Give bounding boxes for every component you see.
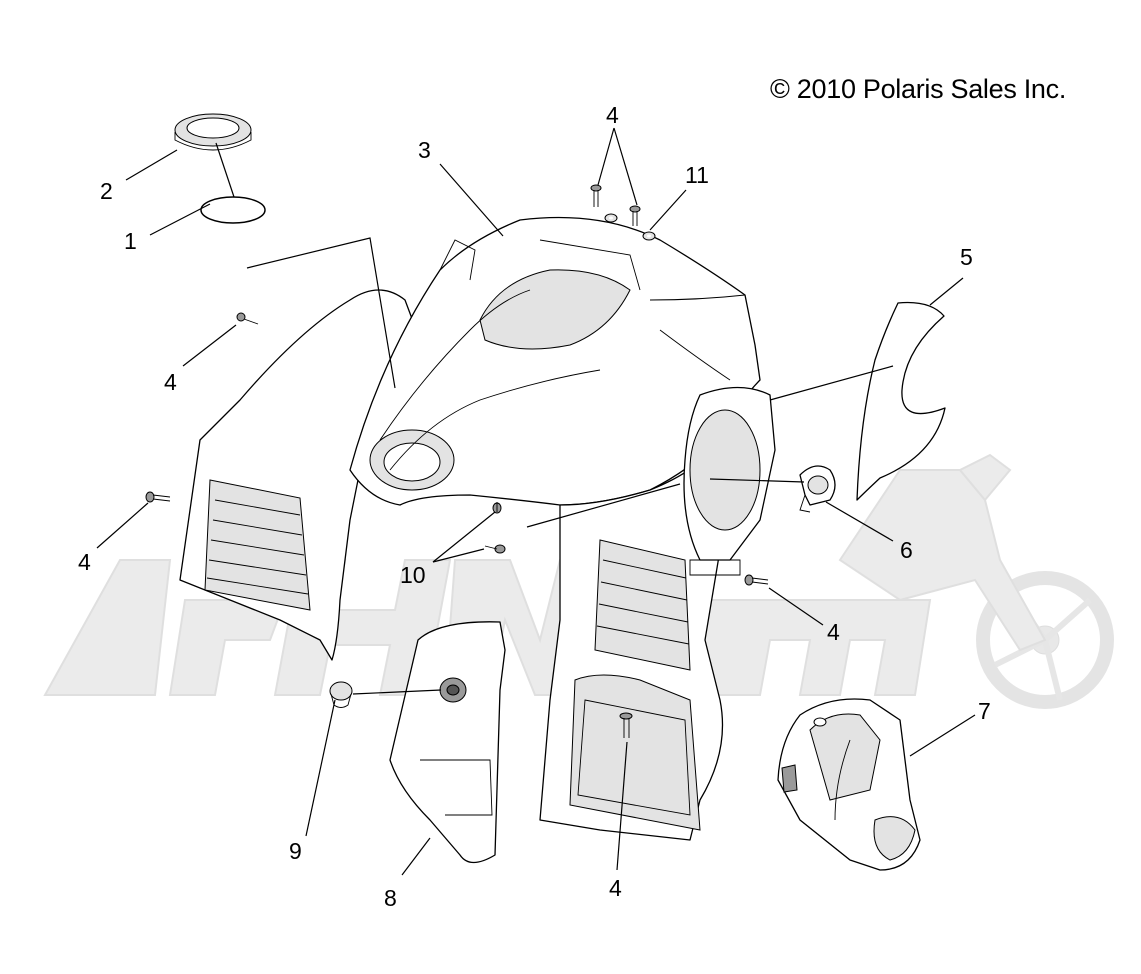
callouts: 2 1 3 4 11 5 4 4 10 6 4 7 9 8 4 [78,102,991,911]
callout-6: 6 [900,537,913,563]
hood-lower-opening [569,674,701,831]
part-9-fastener [329,681,353,708]
callout-4-bottom: 4 [609,875,622,901]
hood-center-vent [594,539,691,671]
callout-4-left-upper: 4 [164,369,177,395]
part-3-hood [179,216,776,841]
part-6-bracket [799,465,836,513]
hood-left-vent [204,479,311,611]
callout-1: 1 [124,228,137,254]
callout-2: 2 [100,178,113,204]
hood-upper-recess [479,269,631,350]
part-4-screws [145,184,769,738]
screw-left-lower [145,491,171,503]
part-1-gasket [200,196,266,224]
callout-9: 9 [289,838,302,864]
part-2-filler-ring [174,113,252,151]
watermark-frame [838,469,1047,652]
callout-5: 5 [960,244,973,270]
part-11-washers [604,213,656,241]
part-5-decal [856,301,946,501]
callout-3: 3 [418,137,431,163]
callout-7: 7 [978,698,991,724]
callout-11: 11 [685,162,709,188]
callout-4-top: 4 [606,102,619,128]
callout-4-right: 4 [827,619,840,645]
callout-4-left-lower: 4 [78,549,91,575]
part-7-side-cover [777,698,921,871]
screw-top-b [629,205,641,226]
part-10-rivets [484,502,506,554]
callout-8: 8 [384,885,397,911]
part-8-access-panel [389,621,506,864]
copyright-notice: © 2010 Polaris Sales Inc. [770,74,1067,104]
screw-left-upper [236,312,259,325]
screw-right [744,574,769,586]
screw-bottom [619,712,633,738]
leader-lines [96,127,976,876]
watermark-wheel-front [976,571,1114,709]
screw-top-a [590,184,602,207]
callout-10: 10 [400,562,426,588]
